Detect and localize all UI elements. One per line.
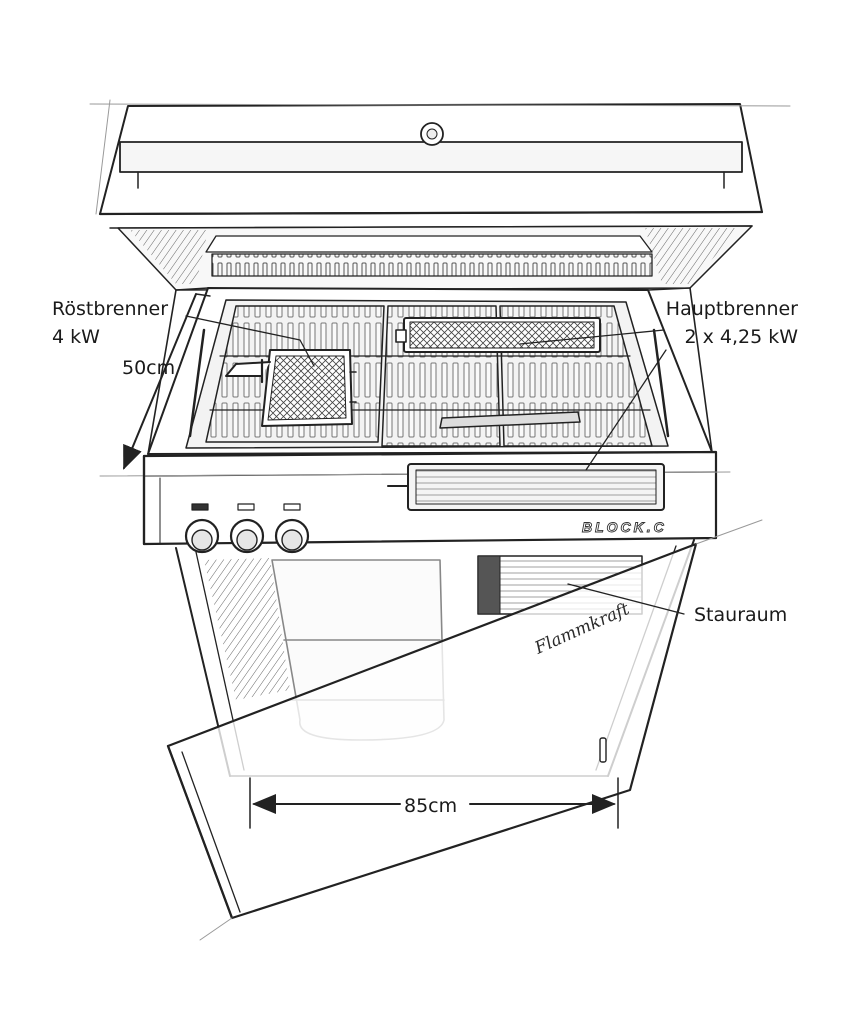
roast-basket — [225, 349, 357, 427]
lid-thermometer — [420, 122, 444, 146]
width-dimension-arrow — [249, 777, 619, 829]
burner-bar — [439, 411, 581, 429]
main-burner — [395, 317, 601, 353]
depth-label: 50cm — [122, 357, 176, 379]
cabinet-door[interactable] — [166, 519, 763, 941]
main-burner-label: Hauptbrenner — [665, 298, 798, 320]
leader-main-burner — [519, 329, 665, 345]
leader-warming-tray — [585, 349, 667, 471]
width-label: 85cm — [404, 795, 458, 817]
roast-burner-power: 4 kW — [52, 326, 100, 348]
brand-model: BLOCK.C — [582, 519, 667, 535]
main-burner-power: 2 x 4,25 kW — [684, 326, 798, 348]
control-knob-2[interactable] — [229, 518, 265, 554]
storage-label: Stauraum — [694, 604, 788, 626]
control-knob-1[interactable] — [184, 518, 220, 554]
roast-burner-label: Röstbrenner — [52, 298, 169, 320]
leader-storage — [567, 583, 685, 615]
lid — [89, 99, 791, 229]
leader-roast-burner — [185, 315, 315, 367]
depth-dimension-arrow — [123, 293, 211, 470]
control-knob-3[interactable] — [274, 518, 310, 554]
knob-indicators — [191, 503, 301, 511]
back-vent — [211, 253, 653, 277]
warming-tray — [387, 463, 665, 511]
